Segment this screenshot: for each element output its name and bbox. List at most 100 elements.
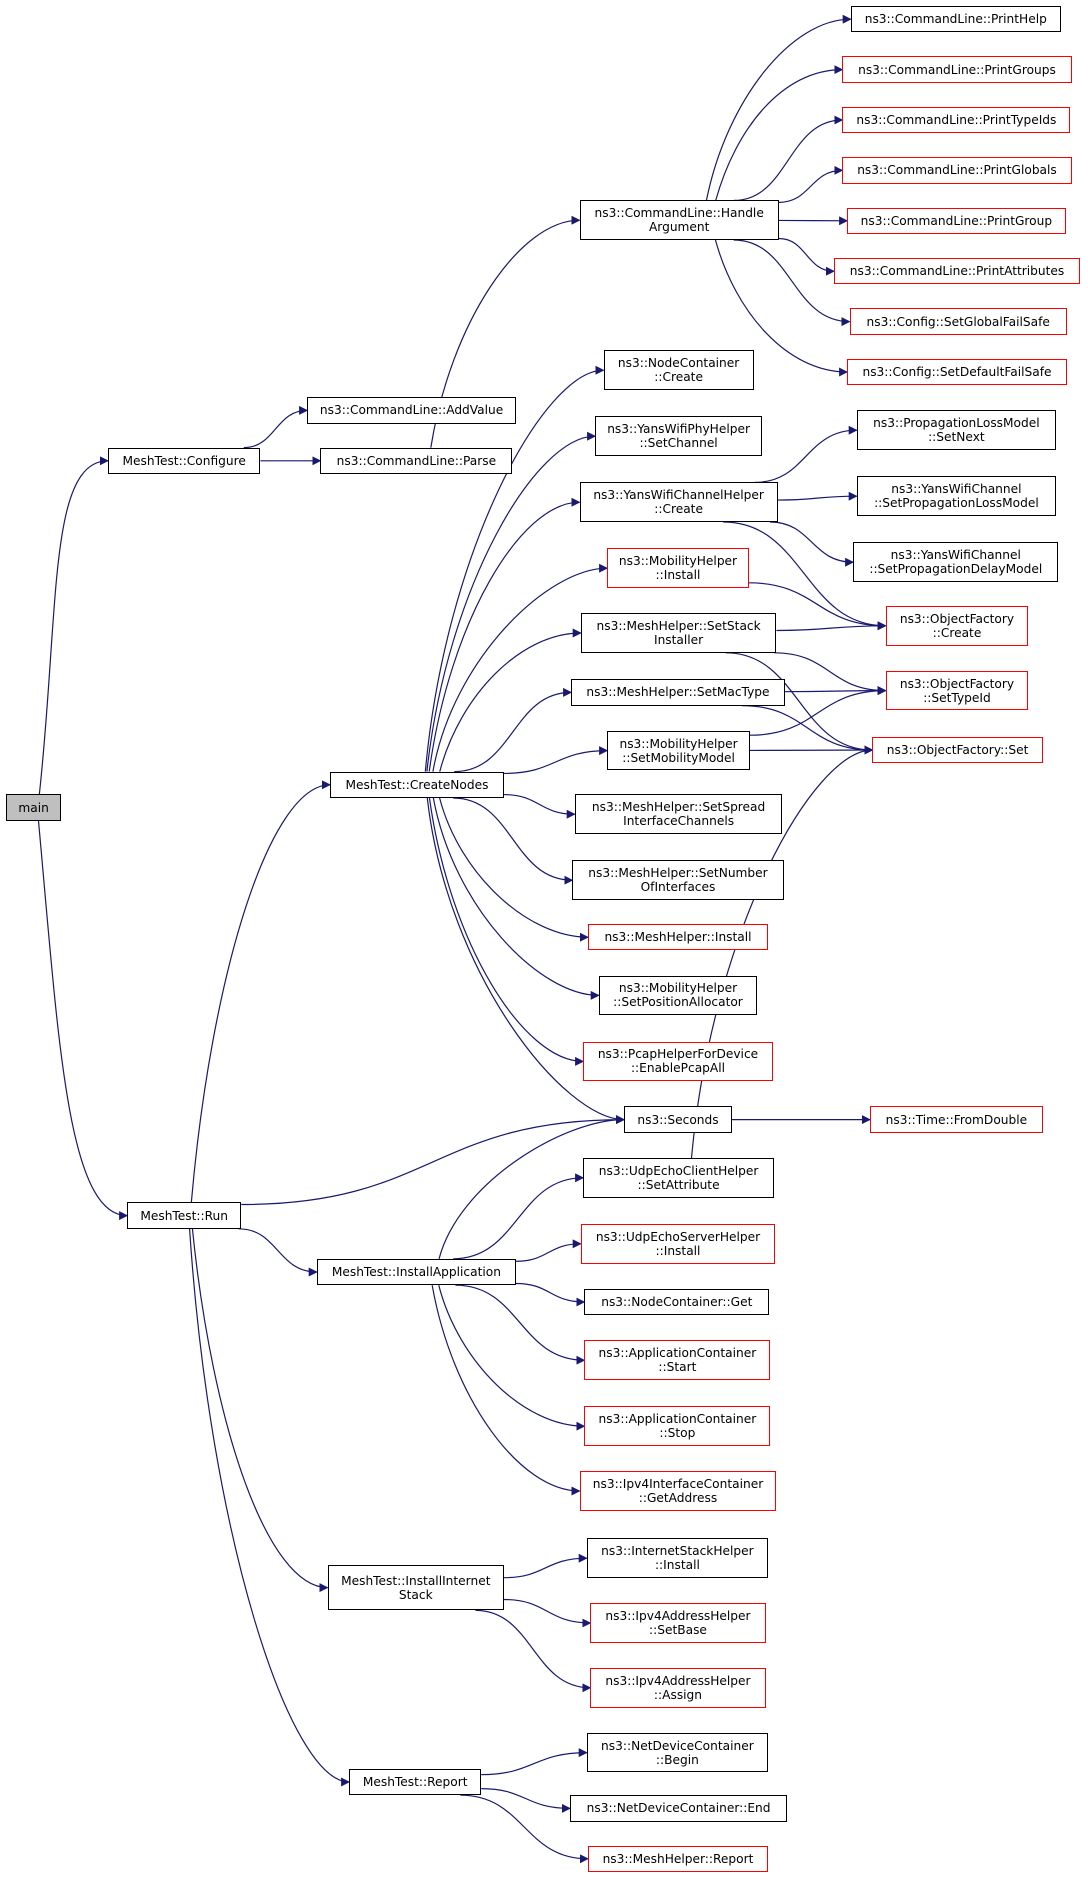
- node-ndc-begin[interactable]: ns3::NetDeviceContainer ::Begin: [586, 1732, 768, 1773]
- edge-installapp-to-nodecontainer-get: [515, 1282, 586, 1307]
- node-printgroup[interactable]: ns3::CommandLine::PrintGroup: [847, 207, 1066, 234]
- node-parse[interactable]: ns3::CommandLine::Parse: [320, 447, 513, 474]
- edge-createnodes-to-seconds: [426, 797, 625, 1125]
- edge-run-to-installinternet: [191, 1228, 329, 1593]
- edge-createnodes-to-mesh-install: [439, 797, 589, 942]
- edge-yanschan-create-to-yanschan-setdelay: [770, 521, 855, 567]
- edge-installapp-to-seconds: [438, 1115, 625, 1259]
- node-handlearg[interactable]: ns3::CommandLine::Handle Argument: [579, 200, 779, 240]
- node-installinternet[interactable]: MeshTest::InstallInternet Stack: [327, 1564, 504, 1611]
- edge-installapp-to-udpserver-install: [515, 1239, 582, 1262]
- edge-report-to-ndc-begin: [481, 1748, 588, 1776]
- node-of-settypeid[interactable]: ns3::ObjectFactory ::SetTypeId: [885, 670, 1029, 711]
- edge-createnodes-to-yansphy-setchannel: [426, 431, 597, 772]
- node-mesh-report[interactable]: ns3::MeshHelper::Report: [588, 1845, 768, 1872]
- node-main[interactable]: main: [6, 794, 62, 821]
- node-mesh-setmactype[interactable]: ns3::MeshHelper::SetMacType: [571, 679, 785, 706]
- edge-report-to-mesh-report: [460, 1794, 589, 1864]
- node-inet-install[interactable]: ns3::InternetStackHelper ::Install: [586, 1538, 768, 1578]
- node-mobility-setmodel[interactable]: ns3::MobilityHelper ::SetMobilityModel: [607, 730, 750, 771]
- node-seconds[interactable]: ns3::Seconds: [624, 1106, 732, 1133]
- edge-mesh-setmactype-to-of-settypeid: [784, 686, 887, 696]
- node-fromdouble[interactable]: ns3::Time::FromDouble: [870, 1106, 1043, 1133]
- edge-installinternet-to-ipv4addr-assign: [475, 1609, 592, 1693]
- node-ipv4addr-assign[interactable]: ns3::Ipv4AddressHelper ::Assign: [590, 1668, 766, 1708]
- edge-yanschan-create-to-of-create: [723, 521, 887, 631]
- node-mobility-install[interactable]: ns3::MobilityHelper ::Install: [607, 548, 749, 588]
- edge-installapp-to-udpclient-setattr: [453, 1173, 585, 1260]
- edge-handlearg-to-setglobalfailsafe: [733, 239, 851, 327]
- node-yansphy-setchannel[interactable]: ns3::YansWifiPhyHelper ::SetChannel: [595, 416, 762, 456]
- node-ipv4addr-setbase[interactable]: ns3::Ipv4AddressHelper ::SetBase: [590, 1603, 766, 1643]
- node-printgroups[interactable]: ns3::CommandLine::PrintGroups: [842, 56, 1072, 83]
- node-prop-setnext[interactable]: ns3::PropagationLossModel ::SetNext: [856, 410, 1056, 450]
- edge-createnodes-to-mobility-setmodel: [503, 746, 609, 775]
- node-mesh-setstack[interactable]: ns3::MeshHelper::SetStack Installer: [580, 613, 777, 653]
- edge-yanschan-create-to-prop-setnext: [754, 425, 858, 483]
- edge-installapp-to-ipv4if-getaddr: [431, 1285, 581, 1496]
- node-setdefaultfailsafe[interactable]: ns3::Config::SetDefaultFailSafe: [847, 358, 1067, 386]
- edge-installapp-to-appc-stop: [438, 1285, 586, 1431]
- node-printglobals[interactable]: ns3::CommandLine::PrintGlobals: [842, 157, 1072, 184]
- node-appc-start[interactable]: ns3::ApplicationContainer ::Start: [584, 1340, 771, 1380]
- node-mesh-setnumber[interactable]: ns3::MeshHelper::SetNumber OfInterfaces: [572, 860, 784, 900]
- node-ndc-end[interactable]: ns3::NetDeviceContainer::End: [570, 1795, 788, 1822]
- edge-run-to-installapp: [238, 1228, 318, 1277]
- edge-run-to-seconds: [241, 1115, 625, 1206]
- node-of-create[interactable]: ns3::ObjectFactory ::Create: [885, 606, 1029, 646]
- node-run[interactable]: MeshTest::Run: [127, 1202, 242, 1229]
- node-mesh-setspread[interactable]: ns3::MeshHelper::SetSpread InterfaceChan…: [574, 794, 783, 834]
- edge-main-to-configure: [38, 456, 109, 795]
- edge-createnodes-to-mesh-setmactype: [454, 687, 573, 773]
- edge-yanschan-create-to-yanschan-setloss: [777, 491, 858, 501]
- edge-installapp-to-appc-start: [455, 1284, 586, 1365]
- edge-mobility-install-to-of-create: [748, 582, 887, 631]
- edge-createnodes-to-mesh-setnumber: [453, 797, 574, 885]
- node-appc-stop[interactable]: ns3::ApplicationContainer ::Stop: [584, 1406, 771, 1446]
- node-yanschan-setdelay[interactable]: ns3::YansWifiChannel ::SetPropagationDel…: [853, 542, 1059, 582]
- edge-mobility-setmodel-to-of-settypeid: [749, 686, 887, 736]
- node-pcap-enable[interactable]: ns3::PcapHelperForDevice ::EnablePcapAll: [583, 1041, 773, 1082]
- edge-createnodes-to-mobility-install: [432, 563, 609, 772]
- edge-handlearg-to-printgroups: [715, 65, 844, 201]
- node-mobility-setpos[interactable]: ns3::MobilityHelper ::SetPositionAllocat…: [598, 975, 758, 1016]
- node-configure[interactable]: MeshTest::Configure: [108, 447, 261, 474]
- edge-installinternet-to-ipv4addr-setbase: [503, 1598, 592, 1628]
- edge-run-to-createnodes: [190, 780, 331, 1203]
- node-nodecontainer-get[interactable]: ns3::NodeContainer::Get: [584, 1288, 770, 1316]
- edge-handlearg-to-setdefaultfailsafe: [714, 239, 849, 377]
- edge-handlearg-to-printglobals: [778, 165, 844, 203]
- node-nodecontainer-create[interactable]: ns3::NodeContainer ::Create: [603, 350, 754, 390]
- node-mesh-install[interactable]: ns3::MeshHelper::Install: [588, 924, 768, 951]
- edge-createnodes-to-pcap-enable: [428, 797, 585, 1066]
- edge-createnodes-to-nodecontainer-create: [424, 365, 605, 772]
- edge-installinternet-to-inet-install: [503, 1553, 588, 1579]
- node-yanschan-setloss[interactable]: ns3::YansWifiChannel ::SetPropagationLos…: [856, 476, 1056, 516]
- node-ipv4if-getaddr[interactable]: ns3::Ipv4InterfaceContainer ::GetAddress: [579, 1471, 777, 1511]
- node-printhelp[interactable]: ns3::CommandLine::PrintHelp: [850, 6, 1061, 33]
- edge-createnodes-to-mobility-setpos: [432, 797, 600, 1000]
- node-addvalue[interactable]: ns3::CommandLine::AddValue: [307, 397, 516, 424]
- node-of-set[interactable]: ns3::ObjectFactory::Set: [872, 736, 1043, 764]
- node-printtypeids[interactable]: ns3::CommandLine::PrintTypeIds: [842, 106, 1071, 134]
- node-udpclient-setattr[interactable]: ns3::UdpEchoClientHelper ::SetAttribute: [583, 1158, 774, 1198]
- edge-createnodes-to-yanschan-create: [428, 497, 581, 772]
- node-report[interactable]: MeshTest::Report: [349, 1768, 482, 1796]
- edge-report-to-ndc-end: [481, 1788, 571, 1813]
- node-yanschan-create[interactable]: ns3::YansWifiChannelHelper ::Create: [579, 482, 778, 522]
- edge-main-to-run: [37, 820, 129, 1221]
- node-installapp[interactable]: MeshTest::InstallApplication: [316, 1258, 516, 1286]
- edge-mesh-setstack-to-of-set: [725, 652, 874, 755]
- node-createnodes[interactable]: MeshTest::CreateNodes: [330, 771, 504, 798]
- edge-handlearg-to-printhelp: [705, 14, 852, 201]
- edge-createnodes-to-mesh-setstack: [439, 628, 582, 772]
- node-udpserver-install[interactable]: ns3::UdpEchoServerHelper ::Install: [580, 1224, 776, 1264]
- node-setglobalfailsafe[interactable]: ns3::Config::SetGlobalFailSafe: [849, 308, 1067, 335]
- node-printattributes[interactable]: ns3::CommandLine::PrintAttributes: [834, 258, 1080, 285]
- edge-createnodes-to-mesh-setspread: [503, 793, 576, 819]
- edge-mesh-setstack-to-of-create: [776, 621, 887, 632]
- edge-mesh-setmactype-to-of-set: [742, 705, 874, 755]
- edge-configure-to-addvalue: [243, 405, 309, 449]
- edge-run-to-report: [188, 1228, 351, 1787]
